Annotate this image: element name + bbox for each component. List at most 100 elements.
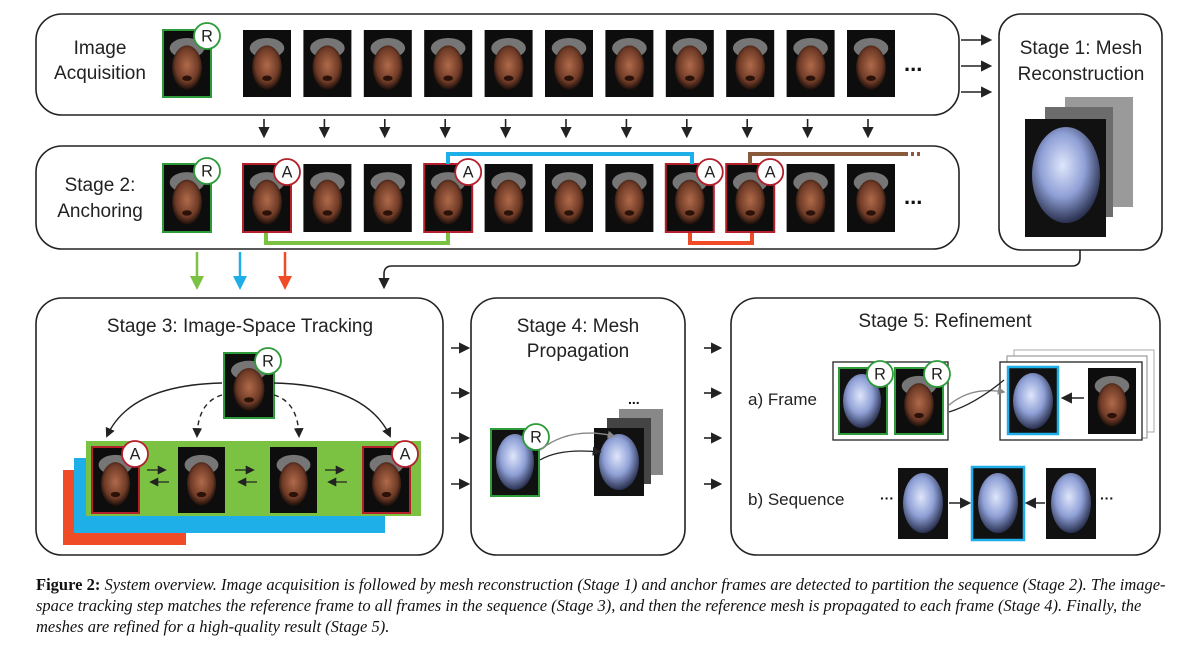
- stage4-propagated-mesh: [599, 434, 639, 490]
- anchor-badge: A: [454, 158, 483, 186]
- anchor-badge: A: [756, 158, 785, 186]
- ref-arc-dashed-left: [192, 394, 223, 438]
- acquisition-frame: [363, 30, 412, 97]
- svg-text:A: A: [765, 163, 776, 181]
- anchoring-frame: [786, 164, 835, 232]
- stage5-panel: Stage 5: Refinement a) Frame b) Sequence…: [730, 297, 1161, 556]
- acquisition-frame: [303, 30, 352, 97]
- stage4-ellipsis: ...: [628, 391, 640, 407]
- acquisition-frames: R: [162, 22, 895, 98]
- stage4-label-2: Propagation: [527, 341, 629, 362]
- anchor-badge: A: [273, 158, 301, 186]
- acquisition-frame: [545, 30, 593, 97]
- sequence-mesh-next-face: [1051, 473, 1091, 533]
- anchor-badge: A: [391, 440, 419, 468]
- to-stage1-arrows: [961, 34, 993, 98]
- ref-arc-left: [105, 382, 223, 438]
- tracking-frame: [178, 447, 225, 513]
- acquisition-frame: [665, 30, 714, 97]
- frame-to-refined-arrow: [948, 379, 1005, 413]
- refined-mesh: [1013, 373, 1053, 429]
- anchor-badge: A: [695, 158, 724, 186]
- acquisition-frame: [484, 30, 533, 97]
- stage3-label: Stage 3: Image-Space Tracking: [107, 316, 373, 337]
- acquisition-frame: [243, 30, 291, 97]
- stage1-panel: Stage 1: Mesh Reconstruction: [998, 13, 1163, 251]
- red-bracket: [688, 233, 754, 245]
- acquisition-frame: [726, 30, 775, 97]
- stage4-reference-badge: R: [522, 423, 550, 451]
- svg-text:A: A: [400, 445, 411, 463]
- anchoring-frame: [605, 164, 654, 232]
- acquisition-ellipsis: ...: [904, 51, 922, 76]
- refined-target-photo: [1088, 368, 1136, 434]
- image-acquisition-label-1: Image: [74, 38, 127, 59]
- reference-badge: R: [522, 423, 550, 451]
- stage1-to-stage3-arrow: [378, 250, 1081, 290]
- reference-badge: R: [193, 22, 221, 50]
- anchoring-frame: [847, 164, 895, 232]
- ref-arc-right: [273, 382, 392, 438]
- caption-label: Figure 2:: [36, 575, 101, 594]
- stage2-label-2: Anchoring: [57, 201, 143, 222]
- brown-bracket: [748, 152, 905, 164]
- stage4-label-1: Stage 4: Mesh: [517, 316, 640, 337]
- tracking-exchange-arrows: [147, 465, 347, 487]
- tracking-anchor-frame-right: [362, 446, 411, 514]
- acquisition-frame: [847, 30, 895, 97]
- svg-text:A: A: [282, 163, 293, 181]
- acquisition-to-anchoring-arrows: [258, 119, 874, 139]
- svg-text:R: R: [262, 352, 274, 370]
- svg-text:A: A: [704, 163, 715, 181]
- frame-to-refined-arrow-faded: [948, 387, 1006, 406]
- sequence-ellipsis-left: ···: [880, 490, 894, 506]
- tracking-frame: [270, 447, 317, 513]
- reference-badge: R: [866, 360, 894, 388]
- anchoring-frame: [484, 164, 533, 232]
- stage3-to-stage4-arrows: [451, 342, 471, 490]
- figure-caption: Figure 2: System overview. Image acquisi…: [36, 574, 1171, 637]
- anchoring-ellipsis: ...: [904, 184, 922, 209]
- stage4-propagate-arrow-faded: [539, 430, 616, 451]
- image-acquisition-label-2: Acquisition: [54, 63, 146, 84]
- svg-text:R: R: [201, 162, 213, 180]
- sequence-ellipsis-right: ···: [1100, 490, 1114, 506]
- stage3-reference-frame: R: [223, 347, 282, 419]
- sequence-refinement-label: b) Sequence: [748, 490, 844, 509]
- svg-text:R: R: [931, 365, 943, 383]
- svg-text:R: R: [201, 27, 213, 45]
- anchoring-frame: [363, 164, 412, 232]
- stage5-label: Stage 5: Refinement: [858, 311, 1032, 332]
- stage4-reference-mesh: [496, 434, 534, 490]
- blue-bracket: [446, 152, 694, 164]
- anchor-frame: [242, 163, 292, 233]
- stage2-label-1: Stage 2:: [65, 175, 136, 196]
- stage4-panel: Stage 4: Mesh Propagation ... R: [470, 297, 686, 556]
- image-acquisition-panel: Image Acquisition R ...: [35, 13, 960, 116]
- svg-text:R: R: [874, 365, 886, 383]
- frame-refinement-label: a) Frame: [748, 390, 817, 409]
- anchor-frame: [664, 163, 715, 233]
- anchoring-frame: [303, 164, 352, 232]
- ref-arc-dashed-right: [273, 394, 304, 438]
- stage4-propagate-arrow: [539, 446, 602, 461]
- svg-text:R: R: [530, 428, 542, 446]
- stage4-to-stage5-arrows: [704, 342, 723, 490]
- stage1-label-2: Reconstruction: [1018, 64, 1145, 85]
- stage1-label-1: Stage 1: Mesh: [1020, 38, 1143, 59]
- target-photo-image: [1088, 368, 1136, 434]
- anchoring-frame: [545, 164, 593, 232]
- acquisition-frame: [424, 30, 473, 97]
- acquisition-frame: [605, 30, 654, 97]
- reference-badge: R: [923, 360, 951, 388]
- stage2-to-stage3-arrows: [190, 252, 292, 290]
- tracking-anchor-frame-left: [91, 446, 140, 514]
- frame-mesh-face: [843, 374, 881, 428]
- green-bracket: [264, 233, 450, 245]
- stage2-panel: Stage 2: Anchoring R A A A A ...: [35, 145, 960, 250]
- reference-badge: R: [193, 157, 221, 185]
